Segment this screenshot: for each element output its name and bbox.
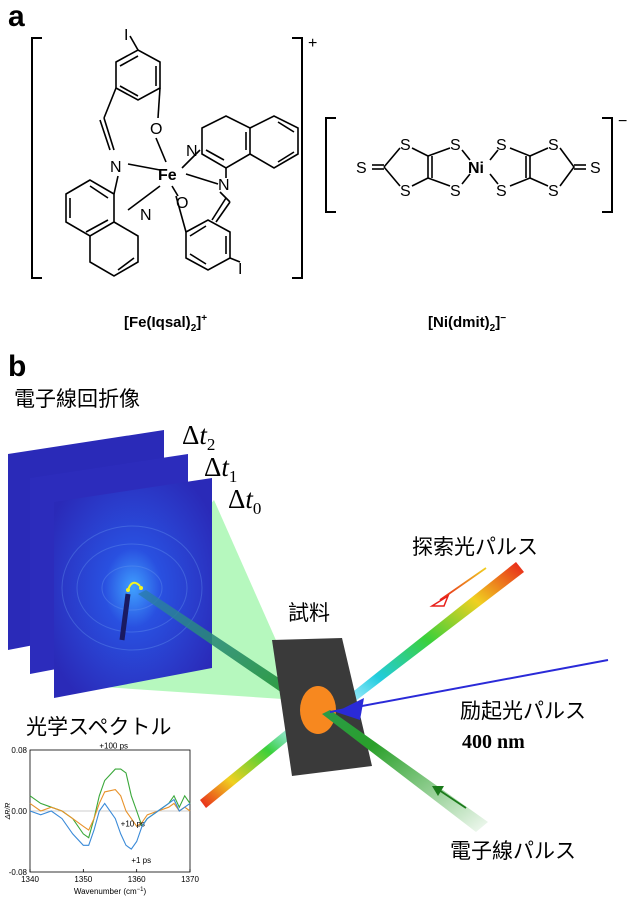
atom-label-n-lower: N [140,207,152,224]
atom-label-s5: S [450,183,461,200]
panel-a-label: a [8,0,25,33]
atom-label-s1: S [356,160,367,177]
ni-complex-brackets [325,117,613,213]
delay-label-2: Δt2 [182,420,215,454]
spectra-label: 光学スペクトル [26,715,172,739]
fe-complex-structure [65,35,299,277]
series-label-0: +100 ps [99,741,128,750]
diffraction-title: 電子線回折像 [14,387,140,411]
x-tick-label-3: 1370 [181,875,199,884]
pump-label: 励起光パルス [460,699,586,723]
fe-complex-atoms: I O N Fe N N N O I [110,27,242,278]
atom-label-s4: S [450,137,461,154]
x-tick-label-0: 1340 [21,875,39,884]
pump-arrow [336,698,364,720]
x-tick-label-1: 1350 [74,875,92,884]
atom-label-i-top: I [124,27,128,44]
atom-label-o-bottom: O [176,195,188,212]
x-tick-label-2: 1360 [128,875,146,884]
electron-label: 電子線パルス [450,839,576,863]
ni-complex-charge: − [618,113,627,130]
atom-label-s8: S [548,137,559,154]
electron-beam [322,710,488,832]
fe-complex-charge: + [308,35,317,52]
atom-label-fe: Fe [158,167,177,184]
probe-reflected-beam [200,720,306,808]
fe-complex-caption: [Fe(Iqsal)2]+ [124,313,207,334]
diffraction-screen-front [54,478,212,698]
probe-label: 探索光パルス [412,535,538,559]
atom-label-s6: S [496,137,507,154]
delay-label-0: Δt0 [228,484,261,518]
y-tick-label-0: 0.08 [11,746,27,755]
atom-label-ni: Ni [468,160,484,177]
atom-label-n-right: N [218,177,230,194]
sample-label: 試料 [288,601,330,625]
atom-label-o-top: O [150,121,162,138]
probe-arrow [429,567,487,607]
pump-wavelength: 400 nm [462,731,525,753]
chart-xlabel: Wavenumber (cm−1) [74,887,147,896]
y-tick-label-2: -0.08 [9,868,28,877]
fe-complex-brackets [31,37,303,279]
ni-complex-structure [372,147,586,187]
beam-block [119,593,131,641]
diffraction-screens [8,430,212,698]
diffracted-beam [138,590,312,708]
atom-label-s2: S [400,137,411,154]
atom-label-s9: S [548,183,559,200]
chart-ticks-group: 1340 1350 1360 1370 0.08 0.00 -0.08 [9,746,200,884]
chart-ylabel: ΔR/R [5,803,12,821]
ni-complex-atoms: S S S S S Ni S S S S S [356,137,601,200]
ni-complex-caption: [Ni(dmit)2]− [428,313,506,334]
probe-beam [330,562,524,716]
atom-label-i-bottom: I [238,261,242,278]
atom-label-n-left: N [110,159,122,176]
atom-label-s7: S [496,183,507,200]
spectra-chart: +100 ps +10 ps +1 ps 1340 1350 1360 1370 0.08 0… [5,741,199,896]
series-label-2: +1 ps [131,856,151,865]
pump-beam [329,659,609,713]
series-line-1 [29,788,191,831]
y-tick-label-1: 0.00 [11,807,27,816]
sample-laser-spot [300,686,336,734]
electron-arrow [432,786,467,809]
delay-label-1: Δt1 [204,452,237,486]
series-line-2 [29,798,191,850]
atom-label-s10: S [590,160,601,177]
chart-series-group: +100 ps +10 ps +1 ps [29,741,191,865]
panel-b-label: b [8,350,26,383]
atom-label-s3: S [400,183,411,200]
series-label-1: +10 ps [121,819,145,828]
atom-label-n-upper: N [186,143,198,160]
